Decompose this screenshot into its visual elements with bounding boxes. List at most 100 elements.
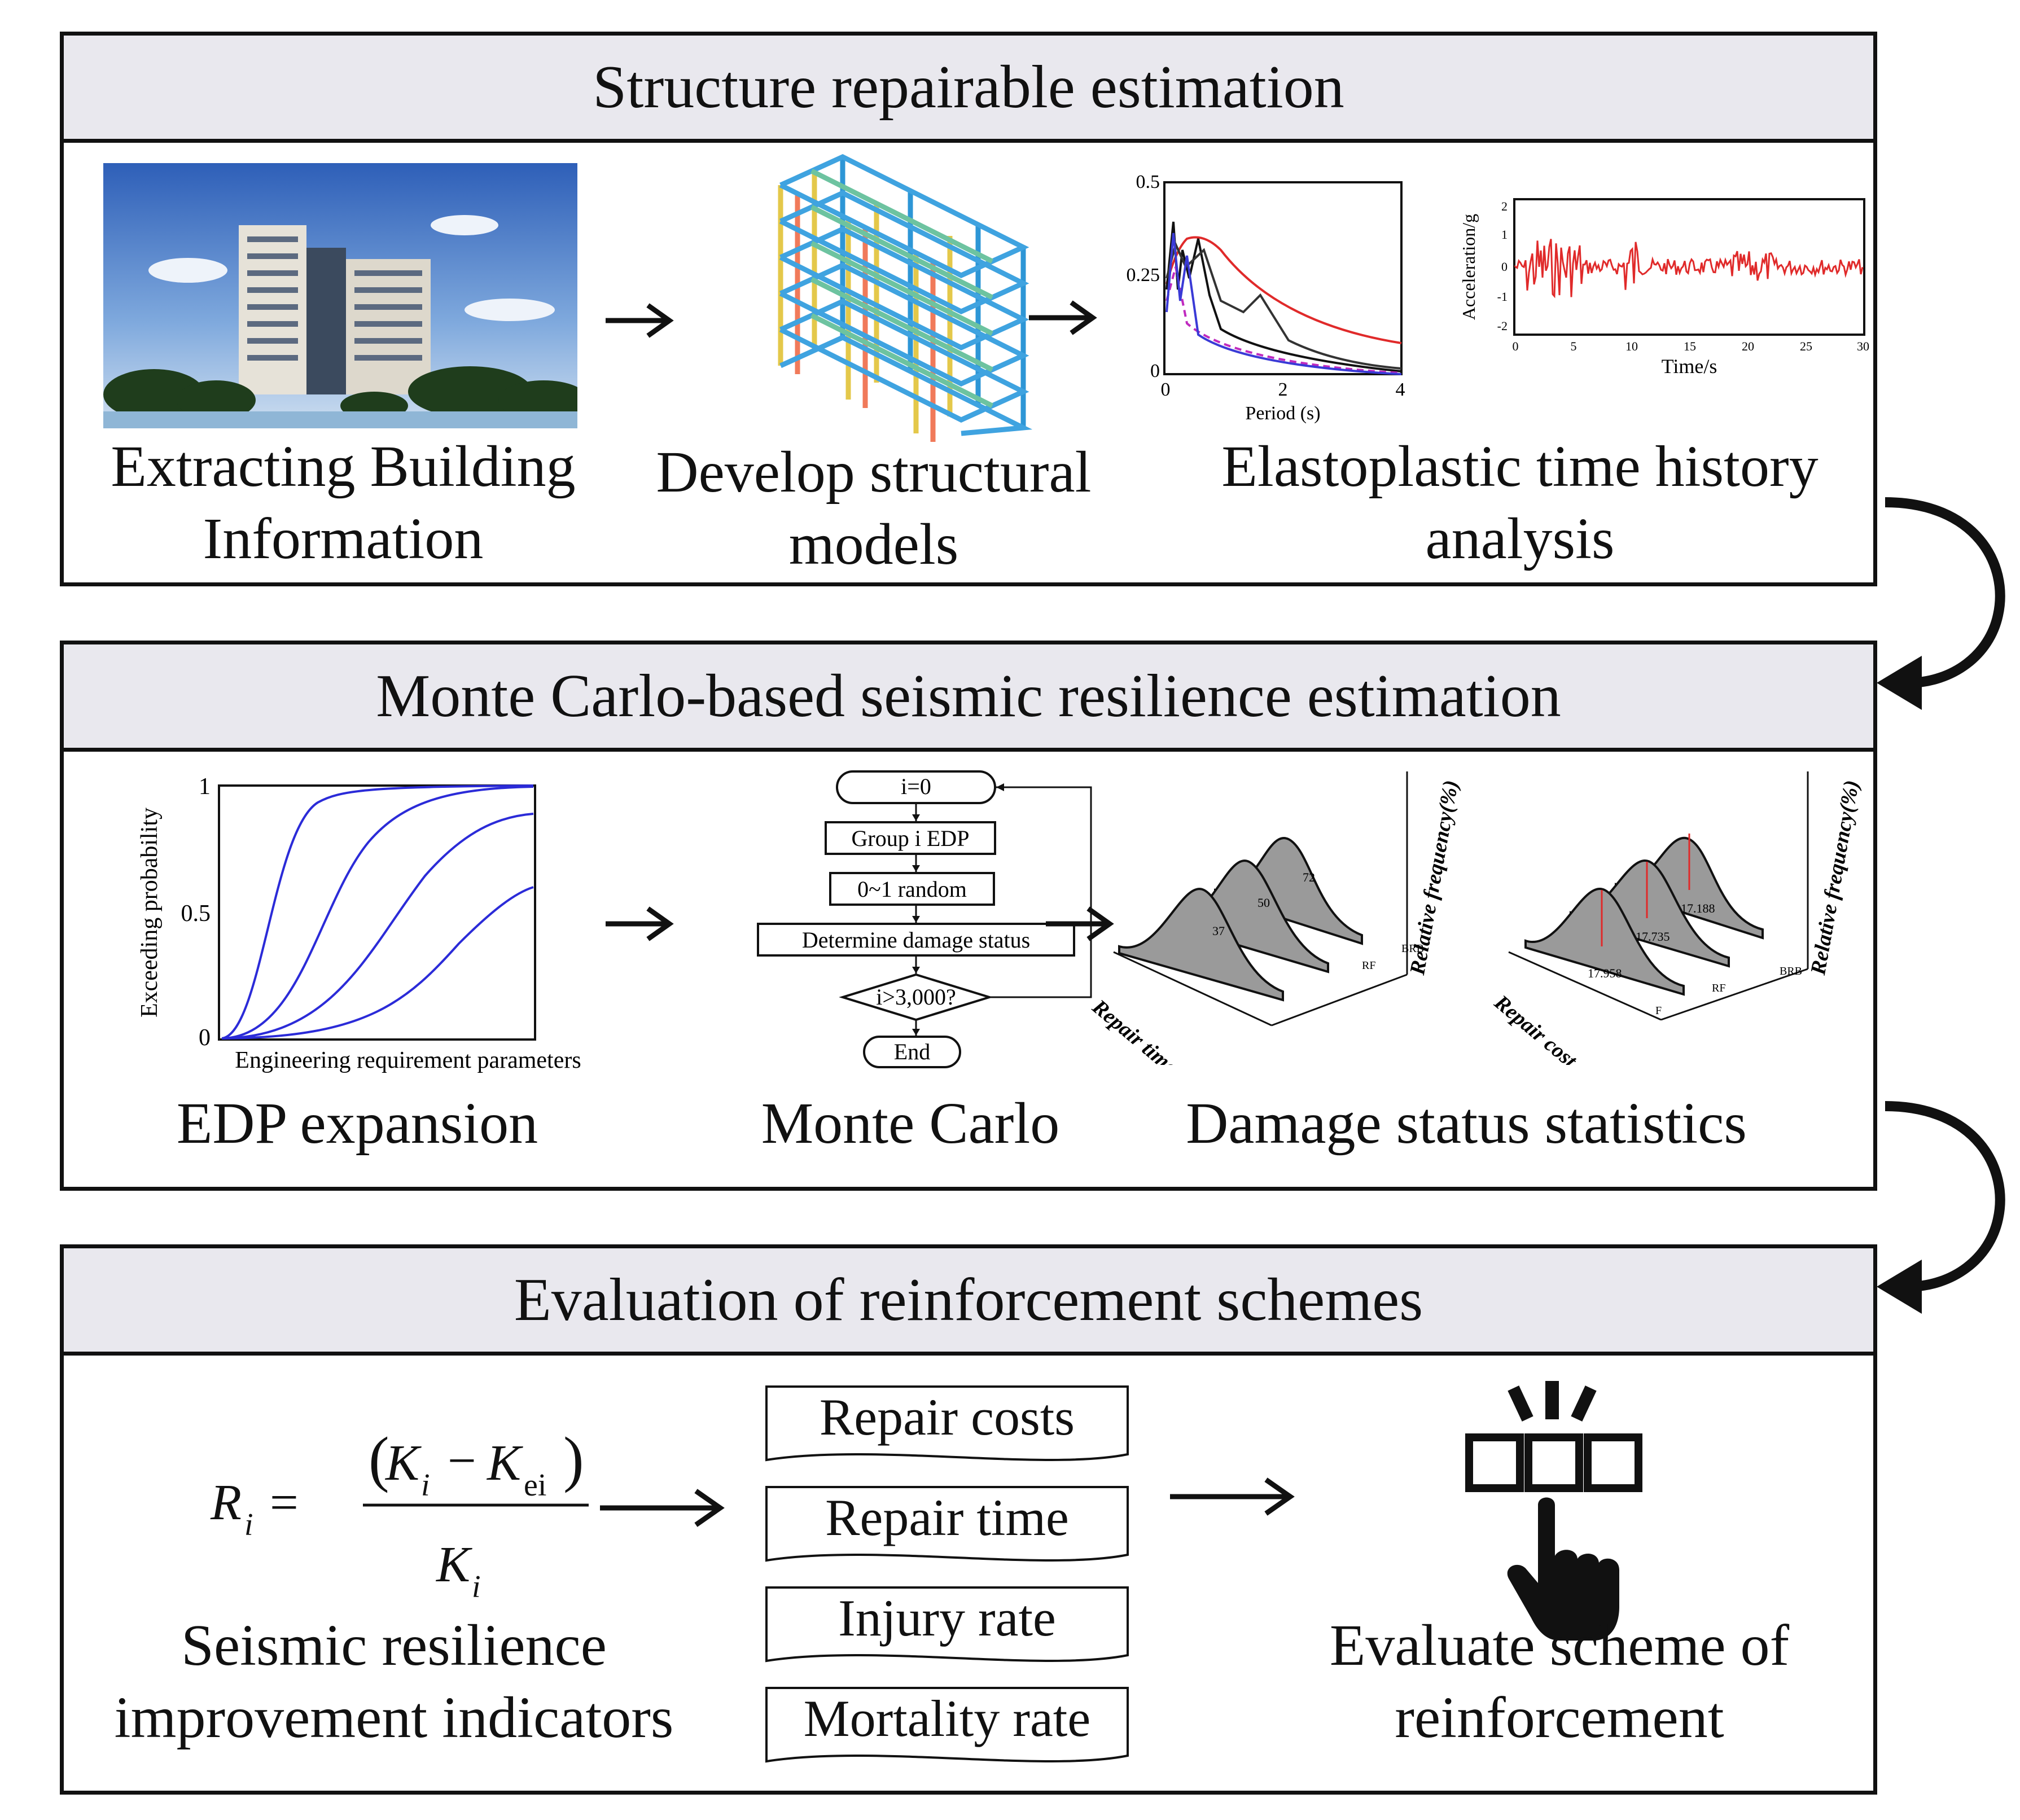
arrow-right-icon: [600, 1489, 725, 1527]
svg-text:=: =: [270, 1475, 299, 1530]
caption-indicators: Seismic resilience improvement indicator…: [114, 1613, 674, 1750]
y-tick: 1: [199, 774, 211, 800]
monte-carlo-flowchart: i=0 Group i EDP 0~1 random Determine dam…: [757, 770, 1092, 1068]
flow-end: End: [894, 1039, 930, 1064]
y-tick: 0.25: [1127, 265, 1160, 286]
peak-label: 50: [1257, 896, 1270, 910]
panel-title-text: Monte Carlo-based seismic resilience est…: [376, 662, 1561, 730]
formula-lhs-sub: i: [244, 1507, 253, 1542]
y-tick: 0.5: [181, 901, 211, 927]
building-photo: [103, 163, 577, 428]
y-tick: -1: [1497, 290, 1508, 304]
caption-evaluate: Evaluate scheme of reinforcement: [1329, 1613, 1790, 1750]
panel-monte-carlo: Monte Carlo-based seismic resilience est…: [60, 641, 1877, 1191]
formula-num-a: K: [384, 1435, 422, 1491]
x-tick: 4: [1396, 379, 1405, 400]
left-axis-label: Repair time: [1088, 994, 1182, 1065]
flow-decision: i>3,000?: [876, 984, 956, 1010]
repair-cost-ridge-plot: Relative frequency(%) Repair cost 17.958…: [1489, 771, 1864, 1065]
repair-time-ridge-plot: Relative frequency(%) Repair time 37 50 …: [1088, 771, 1463, 1065]
panel-title-text: Structure repairable estimation: [593, 53, 1344, 121]
x-tick: 0: [1513, 339, 1519, 353]
response-spectrum-plot: 0.5 0.25 0 0 2 4 Period (s): [1127, 172, 1405, 424]
panel-title: Structure repairable estimation: [64, 36, 1873, 143]
select-option-hand-icon: [1465, 1381, 1642, 1641]
curved-arrow-icon: [1877, 497, 2005, 710]
y-tick: 0.5: [1136, 172, 1160, 192]
caption-edp: EDP expansion: [176, 1091, 538, 1156]
svg-text:−: −: [448, 1435, 476, 1489]
formula-num-b: K: [486, 1435, 523, 1491]
x-tick: 0: [1161, 379, 1171, 400]
resilience-formula: R i K i K ei K i = ( − ): [210, 1435, 589, 1598]
flow-start: i=0: [901, 774, 931, 799]
curved-arrow-icon: [1877, 1101, 2005, 1314]
arrow-right-icon: [1046, 906, 1114, 941]
flow-step-random: 0~1 random: [857, 876, 967, 902]
x-axis-label: Engineering requirement parameters: [235, 1047, 581, 1073]
category-label: F: [1655, 1005, 1662, 1017]
formula-den-sub: i: [472, 1569, 481, 1598]
x-tick: 30: [1857, 339, 1869, 353]
caption-building: Extracting Building Information: [111, 434, 576, 571]
x-tick: 2: [1278, 379, 1288, 400]
x-axis-label: Period (s): [1245, 403, 1320, 424]
flow-step-group-edp: Group i EDP: [852, 826, 970, 851]
y-tick: 0: [1501, 260, 1508, 274]
arrow-right-icon: [606, 906, 674, 941]
x-tick: 20: [1742, 339, 1754, 353]
peak-label: 17.735: [1636, 929, 1670, 944]
damage-statistics-plots: Relative frequency(%) Repair time 37 50 …: [1088, 771, 1864, 1065]
peak-label: 17.188: [1681, 901, 1715, 915]
acceleration-signal: [1514, 239, 1864, 299]
y-tick: 1: [1501, 227, 1508, 242]
x-axis-label: Time/s: [1662, 355, 1717, 378]
x-tick: 25: [1800, 339, 1812, 353]
caption-mc: Monte Carlo: [761, 1091, 1060, 1156]
indicator-injury-rate: Injury rate: [838, 1589, 1056, 1647]
caption-damage: Damage status statistics: [1186, 1091, 1747, 1156]
svg-text:): ): [563, 1435, 584, 1493]
caption-model: Develop structural models: [656, 440, 1092, 577]
x-tick: 5: [1571, 339, 1577, 353]
arrow-right-icon: [1029, 300, 1097, 335]
category-label: BRB: [1401, 942, 1424, 955]
indicator-mortality-rate: Mortality rate: [804, 1690, 1090, 1747]
panel-title-text: Evaluation of reinforcement schemes: [514, 1266, 1423, 1334]
category-label: RF: [1362, 959, 1375, 972]
y-axis-label: Exceeding probability: [137, 808, 163, 1018]
svg-text:(: (: [369, 1435, 389, 1493]
x-tick: 10: [1625, 339, 1638, 353]
panel-title: Monte Carlo-based seismic resilience est…: [64, 644, 1873, 752]
arrow-right-icon: [606, 303, 674, 338]
flow-step-damage: Determine damage status: [802, 927, 1030, 953]
arrow-right-icon: [1170, 1477, 1295, 1516]
x-tick: 15: [1684, 339, 1696, 353]
peak-label: 17.958: [1588, 966, 1622, 980]
peak-label: 72: [1303, 870, 1315, 884]
formula-lhs: R: [210, 1475, 242, 1530]
category-label: BRB: [1780, 965, 1802, 977]
panel-reinforcement: Evaluation of reinforcement schemes R i …: [60, 1244, 1877, 1795]
z-axis-label: Relative frequency(%): [1806, 778, 1864, 977]
indicator-list: Repair costs Repair time Injury rate Mor…: [765, 1385, 1129, 1763]
indicator-repair-time: Repair time: [825, 1489, 1069, 1546]
structural-model-3d: [778, 154, 1033, 442]
formula-den: K: [435, 1537, 472, 1593]
indicator-repair-costs: Repair costs: [820, 1388, 1075, 1446]
caption-analysis: Elastoplastic time history analysis: [1221, 434, 1819, 571]
y-tick: 2: [1501, 199, 1508, 213]
y-axis-label: Acceleration/g: [1458, 214, 1479, 320]
panel-structure-repairable: Structure repairable estimation: [60, 32, 1877, 586]
y-tick: 0: [199, 1025, 211, 1051]
formula-num-b-sub: ei: [524, 1468, 546, 1503]
y-tick: 0: [1150, 361, 1160, 381]
category-label: RF: [1712, 982, 1725, 994]
edp-fragility-plot: Exceeding probability 1 0.5 0 Engineerin…: [137, 774, 581, 1073]
time-history-plot: Acceleration/g 2 1 0 -1 -2 0 5 10 15 20 …: [1458, 198, 1869, 378]
y-tick: -2: [1497, 319, 1508, 333]
formula-num-a-sub: i: [421, 1468, 430, 1503]
peak-label: 37: [1212, 924, 1225, 938]
panel-title: Evaluation of reinforcement schemes: [64, 1248, 1873, 1356]
